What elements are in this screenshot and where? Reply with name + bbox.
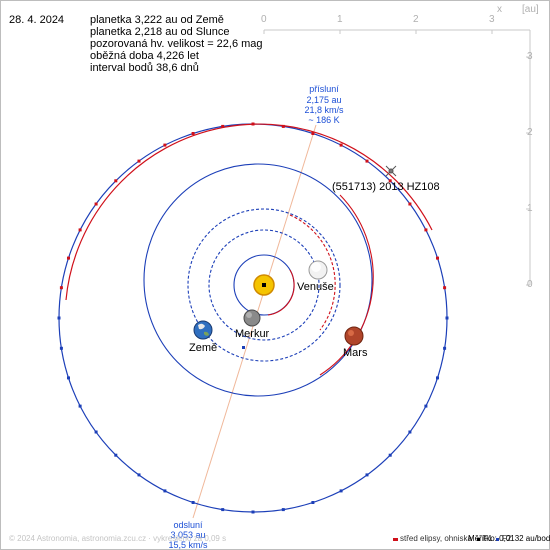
earth-orbit: [187, 208, 341, 362]
sun: [253, 274, 275, 296]
mars-orbit-red: [319, 194, 374, 376]
mercury-orbit-red: [267, 269, 295, 316]
venus-orbit: [208, 229, 320, 341]
perihelion-speed: 21,8 km/s: [304, 105, 344, 115]
x-tick-2: 2: [413, 14, 419, 25]
asteroid-name-label: (551713) 2013 HZ108: [332, 181, 440, 193]
orbit-point-marker: [59, 346, 63, 350]
orbit-point-marker: [443, 286, 447, 290]
legend-f1-marker: [477, 538, 480, 541]
planet-orbits: [143, 163, 374, 397]
legend-f2-marker: [496, 538, 499, 541]
info-period: oběžná doba 4,226 let: [90, 50, 199, 62]
info-interval: interval bodů 38,6 dnů: [90, 62, 199, 74]
orbit-point-marker: [408, 202, 412, 206]
asteroid-orbit-red: [65, 123, 433, 301]
orbit-point-marker: [251, 510, 255, 514]
orbit-point-marker: [251, 122, 255, 126]
orbit-point-markers: [57, 122, 449, 514]
mars-planet: [344, 326, 364, 346]
venus-planet: [308, 260, 328, 280]
axes: [263, 29, 531, 286]
orbit-point-marker: [436, 376, 439, 380]
orbit-point-marker: [191, 501, 195, 504]
y-tick-1: 1: [527, 203, 533, 214]
orbit-point-marker: [424, 404, 428, 408]
orbit-point-marker: [137, 159, 141, 163]
x-tick-0: 0: [261, 14, 267, 25]
mars-orbit-blue: [143, 163, 373, 397]
orbit-point-marker: [78, 404, 82, 408]
orbit-point-marker: [281, 124, 285, 128]
orbit-point-marker: [67, 376, 70, 380]
info-earth-distance: planetka 3,222 au od Země: [90, 14, 224, 26]
aphelion-distance: 3,053 au: [170, 530, 206, 540]
orbit-point-marker: [339, 489, 343, 493]
orbit-point-marker: [221, 124, 225, 128]
orbit-point-marker: [59, 286, 63, 290]
scale-label: Měřítko: 0,0132 au/bod: [468, 534, 550, 543]
perihelion-temperature: ~ 186 K: [308, 115, 340, 125]
orbit-point-marker: [443, 346, 447, 350]
orbit-point-marker: [311, 501, 315, 504]
focus-f2-marker: [242, 346, 245, 349]
y-tick-2: 2: [527, 127, 533, 138]
earth-label: Země: [189, 342, 218, 354]
orbit-point-marker: [365, 159, 369, 163]
legend-center-marker: [393, 538, 396, 541]
orbit-point-marker: [436, 256, 439, 260]
mercury-planet: [243, 309, 261, 327]
aphelion-speed: 15,5 km/s: [168, 540, 208, 550]
footer-credit: © 2024 Astronomia, astronomia.zcu.cz · v…: [9, 534, 227, 543]
legend-center-text: střed elipsy, ohniska: [400, 534, 472, 543]
orbit-point-marker: [137, 473, 141, 477]
orbit-point-marker: [388, 179, 392, 183]
date-label: 28. 4. 2024: [9, 14, 65, 26]
mars-label: Mars: [343, 347, 368, 359]
orbit-point-marker: [365, 473, 369, 477]
x-tick-1: 1: [337, 14, 343, 25]
info-magnitude: pozorovaná hv. velikost = 22,6 mag: [90, 38, 263, 50]
x-axis-letter: x: [497, 4, 502, 15]
orbit-point-marker: [221, 508, 225, 512]
orbit-point-marker: [445, 316, 449, 320]
orbit-point-marker: [114, 453, 118, 457]
orbit-point-marker: [163, 489, 167, 493]
orbit-point-marker: [191, 132, 195, 135]
aphelion-title: odsluní: [173, 520, 203, 530]
mercury-label: Merkur: [235, 328, 270, 340]
orbit-point-marker: [114, 179, 118, 183]
orbit-point-marker: [281, 508, 285, 512]
orbit-point-marker: [163, 143, 167, 147]
y-tick-0: 0: [527, 279, 533, 290]
venus-label: Venuše: [297, 281, 334, 293]
perihelion-distance: 2,175 au: [306, 95, 342, 105]
orbit-point-marker: [78, 228, 82, 232]
perihelion-title: přísluní: [309, 84, 339, 94]
earth-orbit-red: [289, 214, 336, 331]
orbit-point-marker: [57, 316, 61, 320]
earth-planet: [193, 320, 213, 340]
legend-f2-text: F2: [502, 534, 512, 543]
orbit-point-marker: [424, 228, 428, 232]
y-tick-3: 3: [527, 51, 533, 62]
orbit-point-marker: [94, 430, 98, 434]
orbit-point-marker: [311, 132, 315, 135]
x-tick-3: 3: [489, 14, 495, 25]
orbit-point-marker: [388, 453, 392, 457]
axis-unit: [au]: [522, 4, 539, 15]
legend-f1-text: F1: [483, 534, 493, 543]
orbit-point-marker: [339, 143, 343, 147]
orbit-point-marker: [67, 256, 70, 260]
asteroid-marker: [385, 165, 397, 177]
orbit-point-marker: [408, 430, 412, 434]
info-sun-distance: planetka 2,218 au od Slunce: [90, 26, 230, 38]
orbit-point-marker: [94, 202, 98, 206]
